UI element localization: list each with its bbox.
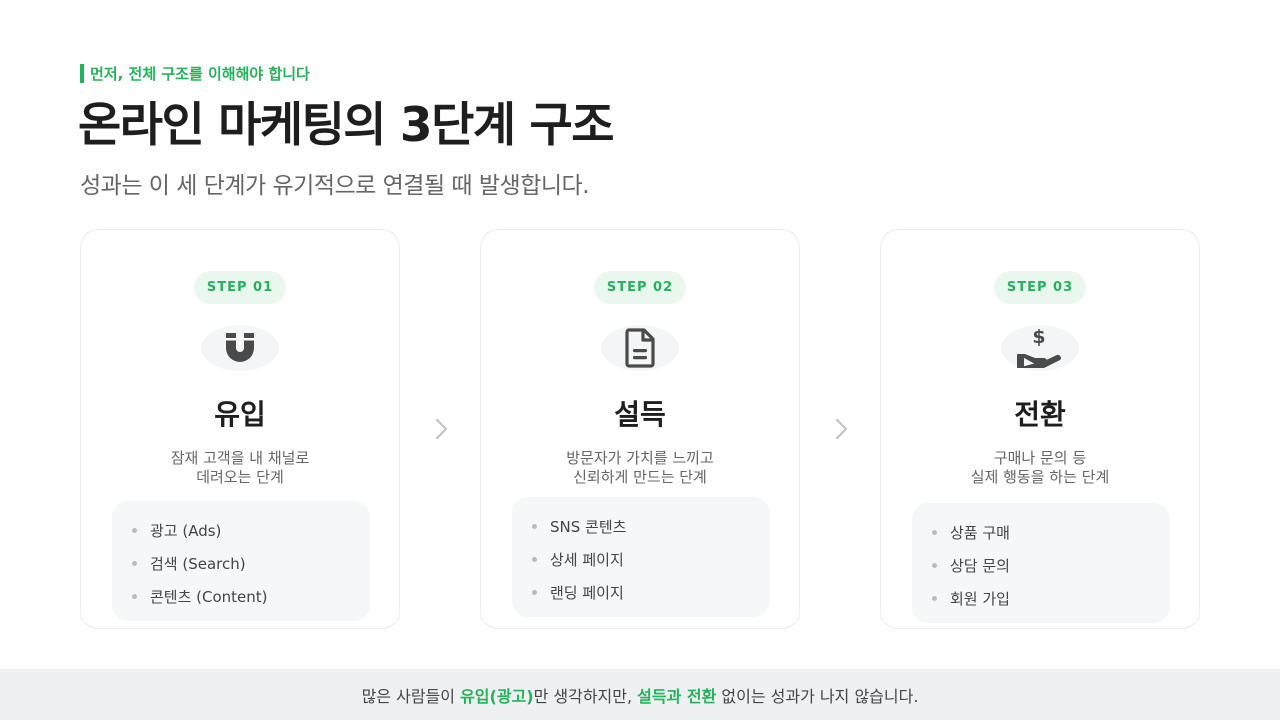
step-badge: STEP 03 xyxy=(994,271,1086,304)
bullet-icon xyxy=(532,524,537,529)
svg-text:$: $ xyxy=(1032,326,1045,348)
bullet-icon xyxy=(532,557,537,562)
step-badge: STEP 02 xyxy=(594,271,686,304)
list-item: 상품 구매 xyxy=(932,516,1170,549)
list-item-label: 광고 (Ads) xyxy=(150,522,222,540)
list-item-label: 회원 가입 xyxy=(950,590,1010,608)
list-item: 콘텐츠 (Content) xyxy=(132,580,370,613)
step-description: 방문자가 가치를 느끼고 신뢰하게 만드는 단계 xyxy=(481,449,799,487)
step-title: 전환 xyxy=(1014,398,1066,431)
list-item-label: 상담 문의 xyxy=(950,557,1010,575)
step-description-line: 구매나 문의 등 xyxy=(993,449,1087,467)
chevron-right-icon xyxy=(829,414,853,444)
list-item-label: 상품 구매 xyxy=(950,524,1010,542)
list-item-label: SNS 콘텐츠 xyxy=(550,518,627,536)
step-badge: STEP 01 xyxy=(194,271,286,304)
chevron-right-icon xyxy=(429,414,453,444)
step-title: 설득 xyxy=(614,398,666,431)
list-item-label: 상세 페이지 xyxy=(550,551,624,569)
step-description-line: 데려오는 단계 xyxy=(196,468,284,486)
bullet-icon xyxy=(132,528,137,533)
step-description-line: 신뢰하게 만드는 단계 xyxy=(573,468,707,486)
step-item-list: SNS 콘텐츠 상세 페이지 랜딩 페이지 xyxy=(512,497,770,617)
step-icon-container xyxy=(201,325,279,371)
step-icon-container: $ xyxy=(1001,325,1079,371)
footer-highlight: 유입(광고) xyxy=(460,686,534,706)
magnet-icon xyxy=(226,333,254,362)
page-subtitle: 성과는 이 세 단계가 유기적으로 연결될 때 발생합니다. xyxy=(80,173,590,199)
footer-text-part: 없이는 성과가 나지 않습니다. xyxy=(716,686,919,706)
list-item-label: 검색 (Search) xyxy=(150,555,246,573)
list-item: 상세 페이지 xyxy=(532,543,770,576)
step-item-list: 상품 구매 상담 문의 회원 가입 xyxy=(912,503,1170,623)
list-item: 검색 (Search) xyxy=(132,547,370,580)
step-description: 잠재 고객을 내 채널로 데려오는 단계 xyxy=(81,449,399,487)
document-icon xyxy=(625,328,655,368)
list-item-label: 콘텐츠 (Content) xyxy=(150,588,268,606)
eyebrow-accent-bar xyxy=(80,64,84,83)
eyebrow-text: 먼저, 전체 구조를 이해해야 합니다 xyxy=(90,65,310,83)
step-card-2: STEP 02 설득 방문자가 가치를 느끼고 신뢰하게 만드는 단계 SNS … xyxy=(480,229,800,629)
list-item: 상담 문의 xyxy=(932,549,1170,582)
step-card-1: STEP 01 유입 잠재 고객을 내 채널로 데려오는 단계 광고 (Ads)… xyxy=(80,229,400,629)
step-description-line: 방문자가 가치를 느끼고 xyxy=(566,449,714,467)
bullet-icon xyxy=(132,561,137,566)
page-title: 온라인 마케팅의 3단계 구조 xyxy=(78,98,614,153)
bullet-icon xyxy=(932,563,937,568)
list-item: 광고 (Ads) xyxy=(132,514,370,547)
list-item: 회원 가입 xyxy=(932,582,1170,615)
bullet-icon xyxy=(532,590,537,595)
footer-text-part: 만 생각하지만, xyxy=(533,686,638,706)
list-item: SNS 콘텐츠 xyxy=(532,510,770,543)
footer-highlight: 설득과 전환 xyxy=(637,686,717,706)
step-item-list: 광고 (Ads) 검색 (Search) 콘텐츠 (Content) xyxy=(112,501,370,621)
step-description-line: 잠재 고객을 내 채널로 xyxy=(170,449,310,467)
list-item: 랜딩 페이지 xyxy=(532,576,770,609)
footer-banner: 많은 사람들이 유입(광고)만 생각하지만, 설득과 전환 없이는 성과가 나지… xyxy=(0,669,1280,720)
bullet-icon xyxy=(932,530,937,535)
bullet-icon xyxy=(132,594,137,599)
footer-text-part: 많은 사람들이 xyxy=(361,686,461,706)
hand-dollar-icon: $ xyxy=(1017,326,1061,368)
step-title: 유입 xyxy=(214,398,266,431)
step-description-line: 실제 행동을 하는 단계 xyxy=(970,468,1110,486)
bullet-icon xyxy=(932,596,937,601)
footer-text: 많은 사람들이 유입(광고)만 생각하지만, 설득과 전환 없이는 성과가 나지… xyxy=(362,683,919,707)
step-icon-container xyxy=(601,325,679,371)
step-description: 구매나 문의 등 실제 행동을 하는 단계 xyxy=(881,449,1199,487)
list-item-label: 랜딩 페이지 xyxy=(550,584,624,602)
section-eyebrow: 먼저, 전체 구조를 이해해야 합니다 xyxy=(80,63,310,84)
step-card-3: STEP 03 $ 전환 구매나 문의 등 실제 행동을 하는 단계 상품 구매… xyxy=(880,229,1200,629)
